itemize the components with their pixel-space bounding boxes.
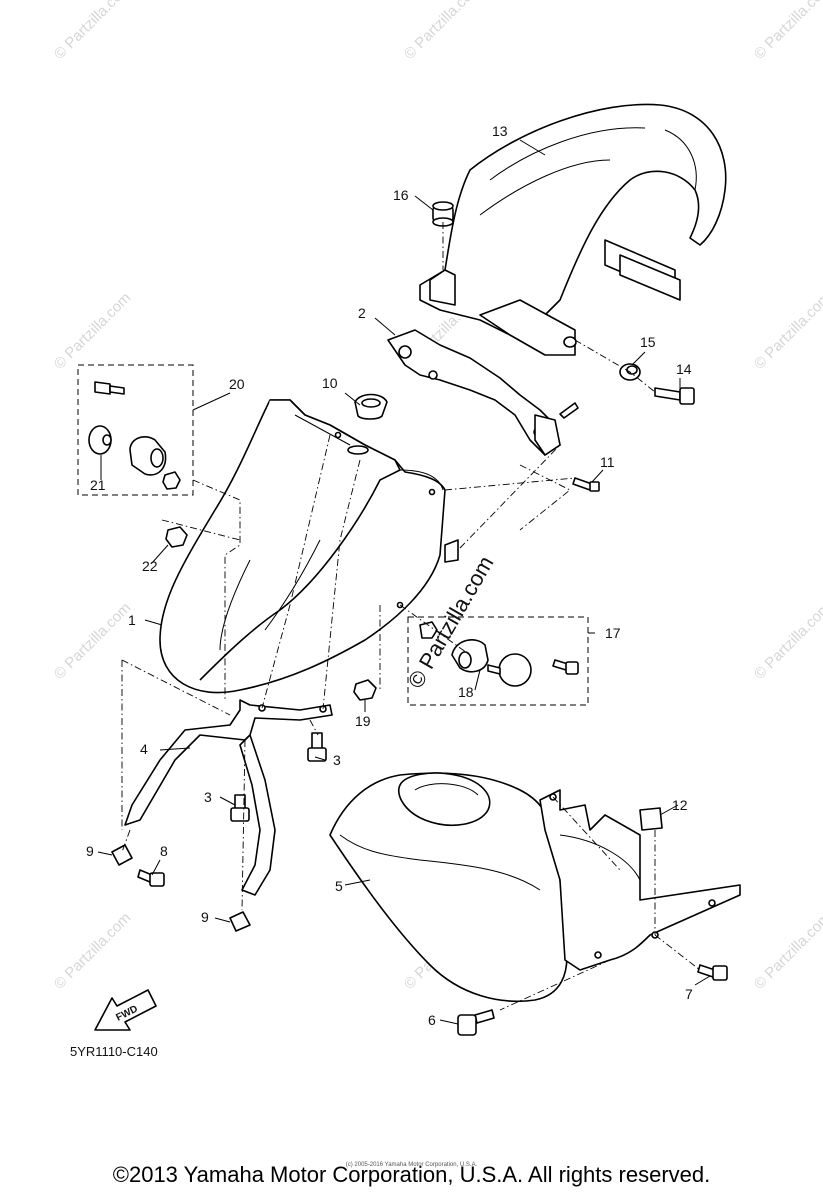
- forward-arrow-icon: FWD: [94, 989, 157, 1031]
- nut: [353, 679, 377, 701]
- watermark: © Partzilla.com: [51, 289, 134, 372]
- callout-10: 10: [322, 375, 338, 391]
- callout-3: 3: [204, 789, 212, 805]
- callout-8: 8: [160, 843, 168, 859]
- callout-1: 1: [128, 612, 136, 628]
- leader-lines: [97, 139, 711, 1025]
- tiny-credit: (c) 2005-2016 Yamaha Motor Corporation, …: [345, 1162, 478, 1168]
- callout-6: 6: [428, 1012, 436, 1028]
- under-cover: [329, 772, 741, 1003]
- bolt: [457, 1009, 495, 1036]
- callout-17: 17: [605, 625, 621, 641]
- callout-2: 2: [358, 305, 366, 321]
- copyright-footer: ©2013 Yamaha Motor Corporation, U.S.A. A…: [112, 1162, 711, 1187]
- callout-18: 18: [458, 684, 474, 700]
- bolt: [137, 869, 165, 887]
- rear-fender: [419, 103, 727, 356]
- callout-15: 15: [640, 334, 656, 350]
- bolt: [654, 387, 695, 405]
- callout-5: 5: [335, 878, 343, 894]
- callout-19: 19: [355, 713, 371, 729]
- watermark: © Partzilla.com: [401, 0, 484, 63]
- assembly-lines: [121, 222, 701, 1011]
- callout-21: 21: [90, 477, 106, 493]
- watermark: © Partzilla.com: [751, 599, 823, 682]
- callout-16: 16: [393, 187, 409, 203]
- callout-9: 9: [201, 909, 209, 925]
- bolt: [307, 732, 327, 762]
- front-fender: [159, 399, 459, 694]
- callout-14: 14: [676, 361, 692, 377]
- watermark: © Partzilla.com: [51, 0, 134, 63]
- callout-4: 4: [140, 741, 148, 757]
- callout-20: 20: [229, 376, 245, 392]
- watermark: © Partzilla.com: [751, 909, 823, 992]
- nut: [165, 526, 188, 548]
- diagram-code: 5YR1110-C140: [70, 1044, 158, 1059]
- screw: [572, 477, 600, 492]
- watermark: © Partzilla.com: [51, 909, 134, 992]
- callout-9: 9: [86, 843, 94, 859]
- callout-13: 13: [492, 123, 508, 139]
- watermark: © Partzilla.com: [751, 289, 823, 372]
- callout-11: 11: [600, 454, 615, 470]
- callout-12: 12: [672, 797, 688, 813]
- callouts: 13 16 2 15 14 10 20 11 21 22 1 17 18 19 …: [86, 123, 693, 1028]
- grommet: [354, 393, 388, 420]
- clip-nut: [229, 911, 251, 932]
- screw: [559, 402, 579, 419]
- callout-3: 3: [333, 752, 341, 768]
- clip-nut: [111, 844, 133, 866]
- callout-7: 7: [685, 986, 693, 1002]
- fender-stay: [124, 699, 333, 896]
- callout-22: 22: [142, 558, 158, 574]
- damper-assembly-right: [407, 616, 589, 706]
- bolt: [230, 794, 250, 822]
- bolt: [697, 964, 728, 981]
- fender-bracket: [387, 329, 561, 456]
- clip-nut: [639, 807, 663, 831]
- damper-assembly-left: [77, 364, 194, 496]
- watermark: © Partzilla.com: [751, 0, 823, 63]
